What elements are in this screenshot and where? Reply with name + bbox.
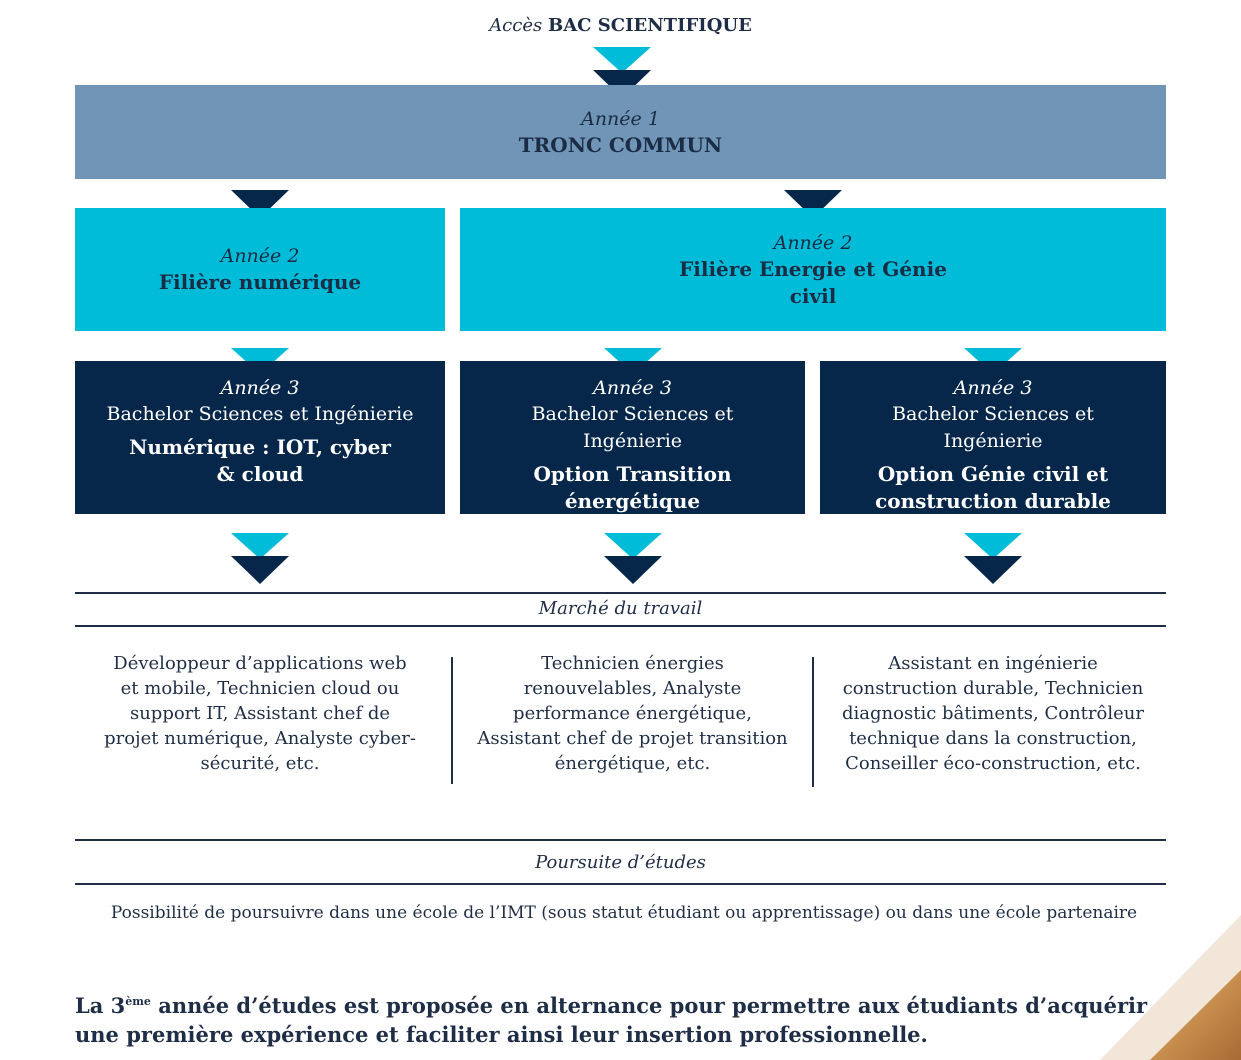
job-line: Assistant en ingénierie (888, 653, 1098, 674)
year3-left-label: Année 3 (220, 377, 300, 399)
year3-box-transition: Année 3 Bachelor Sciences et Ingénierie … (460, 361, 805, 514)
job-line: et mobile, Technicien cloud ou (120, 678, 400, 699)
year3-left-title-line1: Numérique : IOT, cyber (129, 435, 391, 459)
studies-top-rule (75, 839, 1166, 841)
jobs-divider-2 (812, 657, 814, 787)
job-line: technique dans la construction, (849, 728, 1137, 749)
job-line: diagnostic bâtiments, Contrôleur (842, 703, 1144, 724)
year3-right-title-line2: construction durable (875, 489, 1111, 513)
arrow-to-market-left-dark (231, 556, 289, 584)
job-line: renouvelables, Analyste (523, 678, 742, 699)
job-line: projet numérique, Analyste cyber- (104, 728, 416, 749)
arrow-to-market-right-light (964, 533, 1022, 559)
arrow-to-market-middle-light (604, 533, 662, 559)
decorative-wood-corner-image (1100, 915, 1241, 1060)
year3-right-label: Année 3 (953, 377, 1033, 399)
year3-box-genie-civil: Année 3 Bachelor Sciences et Ingénierie … (820, 361, 1166, 514)
year2-right-label: Année 2 (773, 231, 853, 254)
arrow-to-market-left-light (231, 533, 289, 559)
job-line: performance énergétique, (513, 703, 752, 724)
jobs-numerique: Développeur d’applications web et mobile… (75, 651, 445, 776)
market-bottom-rule (75, 625, 1166, 627)
year3-middle-subtitle: Bachelor Sciences et Ingénierie (531, 403, 734, 452)
year3-left-subtitle: Bachelor Sciences et Ingénierie (106, 403, 414, 425)
studies-bottom-rule (75, 883, 1166, 885)
note-part2: année d’études est proposée en alternanc… (150, 993, 1148, 1018)
access-heading: Accès BAC SCIENTIFIQUE (0, 15, 1241, 36)
year2-right-title-line2: civil (789, 283, 837, 308)
job-line: énergétique, etc. (554, 753, 711, 774)
job-line: construction durable, Technicien (842, 678, 1144, 699)
studies-label: Poursuite d’études (535, 852, 706, 873)
arrow-light-top (593, 47, 651, 73)
year3-left-title-line2: & cloud (216, 462, 304, 486)
year3-right-title-line1: Option Génie civil et (877, 462, 1109, 486)
jobs-divider-1 (451, 657, 453, 784)
job-line: Assistant chef de projet transition (477, 728, 788, 749)
studies-text: Possibilité de poursuivre dans une école… (110, 903, 1138, 923)
job-line: Développeur d’applications web (113, 653, 407, 674)
note-part1: La 3 (75, 993, 126, 1018)
access-title: BAC SCIENTIFIQUE (547, 15, 752, 36)
year3-right-subtitle: Bachelor Sciences et Ingénierie (892, 403, 1094, 452)
note-line-2: une première expérience et faciliter ain… (75, 1022, 928, 1047)
year2-right-title-line1: Filière Energie et Génie (679, 256, 947, 281)
jobs-energie: Technicien énergies renouvelables, Analy… (460, 651, 805, 776)
access-prefix: Accès (489, 15, 543, 36)
job-line: Conseiller éco-construction, etc. (845, 753, 1141, 774)
alternance-note: La 3ème année d’études est proposée en a… (75, 987, 1175, 1049)
year1-title: TRONC COMMUN (518, 132, 723, 157)
year3-box-numerique: Année 3 Bachelor Sciences et Ingénierie … (75, 361, 445, 514)
year3-middle-label: Année 3 (593, 377, 672, 399)
year2-left-title: Filière numérique (158, 270, 362, 294)
arrow-to-market-middle-dark (604, 556, 662, 584)
jobs-genie-civil: Assistant en ingénierie construction dur… (820, 651, 1166, 776)
job-line: support IT, Assistant chef de (129, 703, 391, 724)
arrow-to-market-right-dark (964, 556, 1022, 584)
job-line: sécurité, etc. (200, 753, 320, 774)
note-line-1: La 3ème année d’études est proposée en a… (75, 987, 1175, 1020)
market-top-rule (75, 592, 1166, 594)
year2-box-numerique: Année 2 Filière numérique (75, 208, 445, 331)
year1-box: Année 1 TRONC COMMUN (75, 85, 1166, 179)
job-line: Technicien énergies (541, 653, 724, 674)
note-sup: ème (125, 995, 151, 1008)
year3-middle-title-line1: Option Transition énergétique (533, 462, 732, 513)
year2-box-energie: Année 2 Filière Energie et Génie civil (460, 208, 1166, 331)
market-label: Marché du travail (538, 598, 703, 619)
year1-label: Année 1 (581, 107, 660, 130)
year2-left-label: Année 2 (220, 245, 300, 267)
